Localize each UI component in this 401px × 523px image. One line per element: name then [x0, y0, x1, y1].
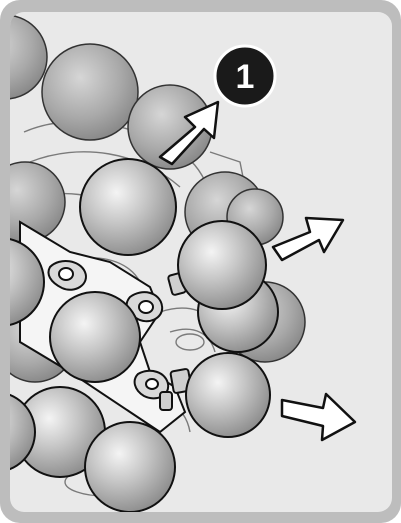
- bolt: [159, 391, 173, 411]
- outward-arrow-icon: [158, 100, 220, 166]
- ball: [41, 43, 139, 141]
- assembly-illustration: 1: [10, 14, 357, 512]
- ball: [10, 161, 66, 243]
- step-number: 1: [236, 58, 255, 96]
- ball: [84, 421, 176, 512]
- ball: [185, 352, 271, 438]
- ball: [10, 14, 48, 100]
- ball: [79, 158, 177, 256]
- step-badge-icon: [213, 44, 277, 108]
- ball: [10, 393, 36, 471]
- illustration-panel: 1: [10, 12, 392, 512]
- step-callout: 1: [213, 44, 277, 108]
- outward-arrow-icon: [280, 392, 357, 442]
- arrows: [158, 100, 357, 442]
- ball: [177, 220, 267, 310]
- outward-arrow-icon: [271, 216, 345, 262]
- front-balls: [10, 158, 279, 512]
- ball: [49, 291, 141, 383]
- ball: [10, 238, 45, 326]
